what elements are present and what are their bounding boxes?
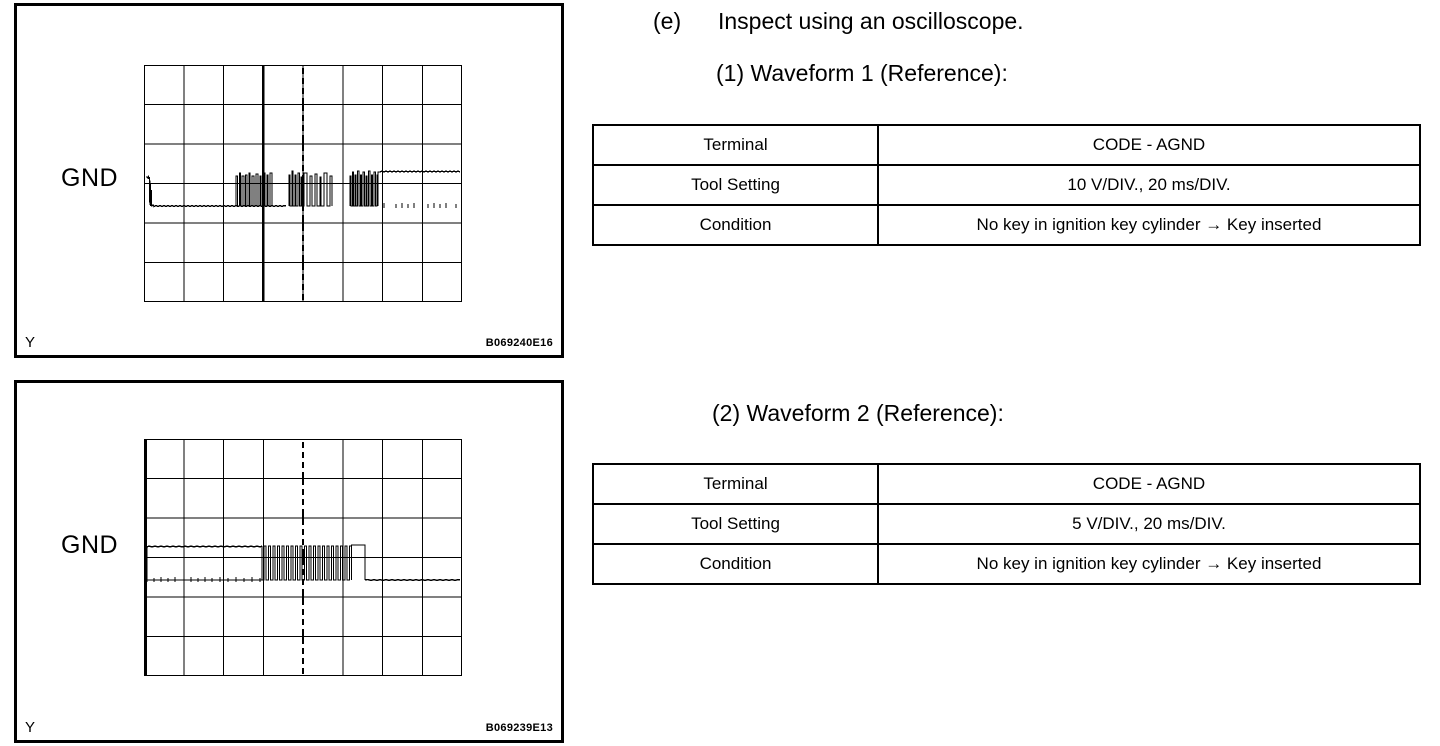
row-label: Condition <box>592 204 879 246</box>
row-label: Terminal <box>592 463 879 505</box>
oscilloscope-screen-waveform-1 <box>144 65 462 302</box>
row-value: CODE - AGND <box>877 463 1421 505</box>
row-label: Tool Setting <box>592 164 879 206</box>
waveform-1-figure-panel: GND <box>14 3 564 358</box>
waveform-2-trace <box>146 544 461 582</box>
waveform-1-heading: (1) Waveform 1 (Reference): <box>716 60 1008 86</box>
step-marker-e: (e) <box>653 8 682 34</box>
table-row: Condition No key in ignition key cylinde… <box>592 543 1421 585</box>
gnd-label: GND <box>61 164 119 192</box>
figure-code: B069240E16 <box>485 337 553 349</box>
row-value: 5 V/DIV., 20 ms/DIV. <box>877 503 1421 545</box>
row-label: Terminal <box>592 124 879 166</box>
row-label: Condition <box>592 543 879 585</box>
row-value: No key in ignition key cylinder → Key in… <box>877 543 1421 585</box>
waveform-2-heading: (2) Waveform 2 (Reference): <box>712 400 1004 426</box>
row-value: CODE - AGND <box>877 124 1421 166</box>
row-value: No key in ignition key cylinder → Key in… <box>877 204 1421 246</box>
table-row: Terminal CODE - AGND <box>592 124 1421 166</box>
table-row: Tool Setting 5 V/DIV., 20 ms/DIV. <box>592 503 1421 545</box>
oscilloscope-screen-waveform-2 <box>144 439 462 676</box>
waveform-2-figure-panel: GND <box>14 380 564 743</box>
corner-marker: Y <box>25 334 36 351</box>
row-label: Tool Setting <box>592 503 879 545</box>
waveform-2-spec-table: Terminal CODE - AGND Tool Setting 5 V/DI… <box>592 463 1421 585</box>
table-row: Terminal CODE - AGND <box>592 463 1421 505</box>
gnd-label: GND <box>61 531 119 559</box>
table-row: Tool Setting 10 V/DIV., 20 ms/DIV. <box>592 164 1421 206</box>
figure-code: B069239E13 <box>485 722 553 734</box>
corner-marker: Y <box>25 719 36 736</box>
waveform-1-spec-table: Terminal CODE - AGND Tool Setting 10 V/D… <box>592 124 1421 246</box>
table-row: Condition No key in ignition key cylinde… <box>592 204 1421 246</box>
row-value: 10 V/DIV., 20 ms/DIV. <box>877 164 1421 206</box>
step-text-inspect-oscilloscope: Inspect using an oscilloscope. <box>718 8 1024 34</box>
waveform-1-trace <box>146 170 461 208</box>
